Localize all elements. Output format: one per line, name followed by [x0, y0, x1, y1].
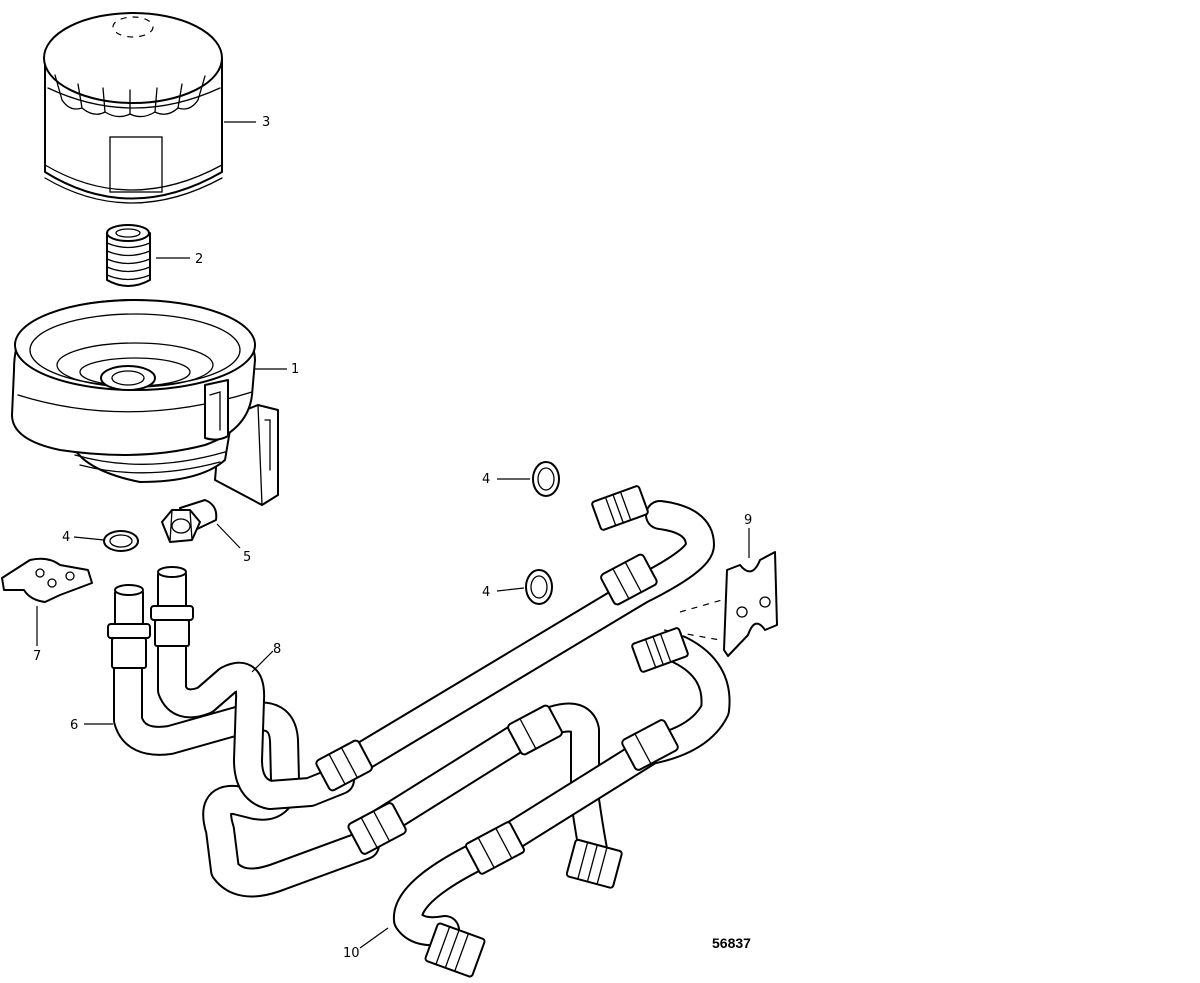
figure-number: 56837	[712, 935, 751, 951]
callout-4-left: 4	[62, 530, 70, 545]
sealing-washer-upper	[532, 461, 560, 497]
oil-cooler-hose-upper	[325, 500, 715, 785]
sealing-washer-left	[103, 530, 139, 552]
oil-cooler-hose-10	[393, 635, 731, 947]
callout-6: 6	[70, 718, 78, 733]
oil-cooler-hose-8	[157, 625, 355, 810]
callout-10: 10	[343, 946, 360, 961]
callout-5: 5	[243, 550, 251, 565]
filter-adapter-housing	[11, 299, 279, 506]
hose-fittings	[107, 485, 689, 978]
callout-2: 2	[195, 252, 203, 267]
callout-numbers: 3 2 1 4 4 4 5 7 8 6 9 10	[33, 115, 752, 961]
banjo-bolt	[161, 499, 218, 543]
callout-7: 7	[33, 649, 41, 664]
sealing-washer-lower	[525, 569, 553, 605]
callout-9: 9	[744, 513, 752, 528]
callout-8: 8	[273, 642, 281, 657]
gasket-plate-left	[1, 557, 93, 603]
oil-filter	[43, 12, 223, 204]
leader-lines	[36, 121, 750, 949]
callout-4-upper: 4	[482, 472, 490, 487]
callout-1: 1	[291, 362, 299, 377]
callout-4-lower: 4	[482, 585, 490, 600]
callout-3: 3	[262, 115, 270, 130]
threaded-nipple	[106, 224, 151, 287]
gasket-plate-right	[663, 551, 778, 657]
